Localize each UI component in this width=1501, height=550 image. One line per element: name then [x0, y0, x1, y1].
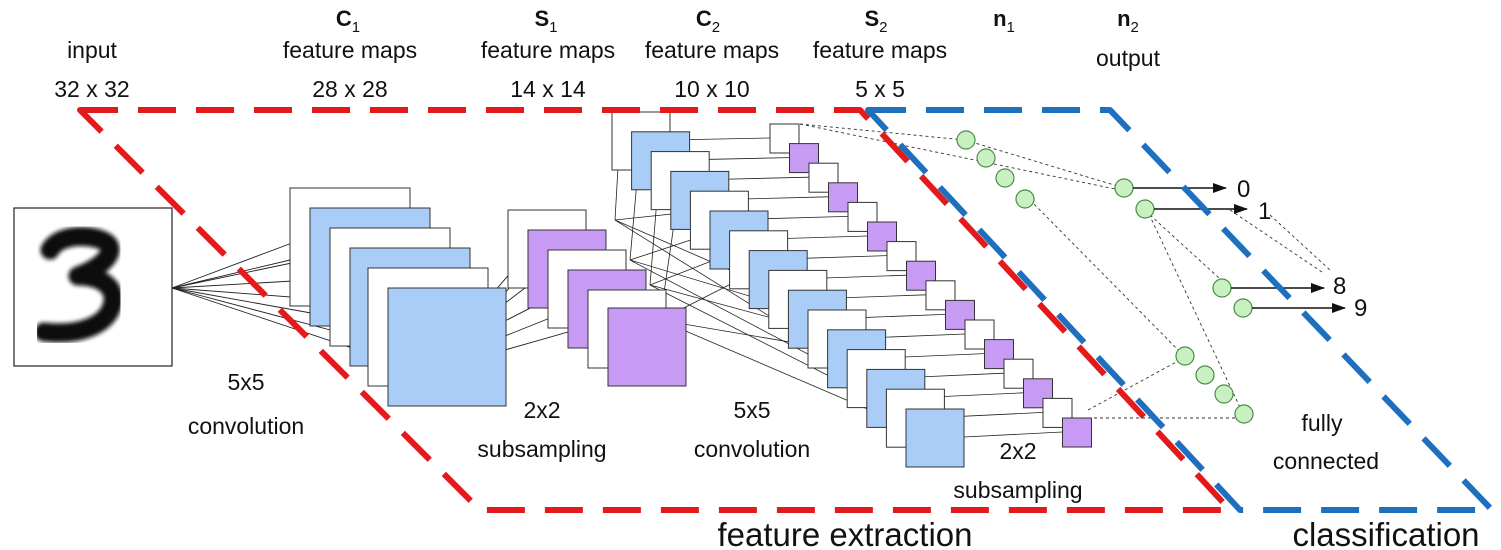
- fc-line2: connected: [1273, 448, 1379, 474]
- n2-neuron: [1135, 199, 1155, 219]
- feature-map-stacks: [289, 111, 1092, 468]
- classification-region-border: [865, 107, 1495, 513]
- s2-feature-map: [925, 280, 956, 311]
- n2-neuron: [1114, 178, 1134, 198]
- s1-symbol: S1: [534, 6, 557, 36]
- s2-feature-map: [808, 162, 839, 193]
- connection-line: [171, 239, 301, 289]
- conv2-label: convolution: [694, 436, 810, 462]
- s2-feature-map: [828, 182, 858, 213]
- c1-symbol: C1: [336, 6, 360, 36]
- n1-neuron: [1175, 346, 1195, 366]
- n1-neuron: [976, 148, 996, 168]
- dotted-connection: [1147, 211, 1246, 419]
- dotted-connection: [1269, 214, 1331, 271]
- input-dimension: 32 x 32: [54, 76, 129, 102]
- s1-dimension: 14 x 14: [510, 76, 586, 102]
- n1-neuron: [956, 130, 976, 150]
- feature-extraction-region-border: [77, 107, 1233, 513]
- connection-line: [171, 279, 311, 289]
- conv1-label: convolution: [188, 413, 304, 439]
- fc-line1: fully: [1302, 410, 1343, 436]
- s1-label: feature maps: [481, 37, 615, 63]
- conv1-kernel: 5x5: [227, 369, 264, 395]
- n2-label: output: [1096, 45, 1161, 71]
- c1-dimension: 28 x 28: [312, 76, 387, 102]
- sub1-kernel: 2x2: [523, 397, 560, 423]
- n1-neuron: [1234, 404, 1254, 424]
- n1-neuron: [1195, 365, 1215, 385]
- output-digit-1: 1: [1258, 198, 1271, 225]
- s2-feature-map: [964, 319, 995, 350]
- feature-extraction-caption: feature extraction: [718, 516, 973, 550]
- input-image: [13, 207, 173, 367]
- dotted-connection: [1149, 214, 1231, 289]
- dotted-connection: [799, 123, 1121, 191]
- sub2-kernel: 2x2: [999, 438, 1036, 464]
- layer-headers: input 32 x 32 C1 feature maps 28 x 28 S1…: [54, 6, 1160, 102]
- connection-line: [963, 431, 1063, 438]
- c1-label: feature maps: [283, 37, 417, 63]
- s2-feature-map: [1062, 417, 1092, 448]
- output-digit-8: 8: [1333, 273, 1346, 300]
- classification-caption: classification: [1292, 516, 1479, 550]
- dotted-connection: [799, 123, 966, 141]
- output-digit-0: 0: [1237, 176, 1250, 203]
- c2-dimension: 10 x 10: [674, 76, 749, 102]
- n1-neuron: [1214, 384, 1234, 404]
- c2-label: feature maps: [645, 37, 779, 63]
- dotted-connection: [1229, 209, 1323, 273]
- s1-feature-map: [607, 307, 687, 387]
- s2-label: feature maps: [813, 37, 947, 63]
- n1-neuron: [1015, 189, 1035, 209]
- c1-feature-map: [387, 287, 507, 407]
- dotted-connection: [1029, 199, 1191, 363]
- s2-dimension: 5 x 5: [855, 76, 905, 102]
- c2-symbol: C2: [696, 6, 720, 36]
- connection-line: [171, 259, 291, 289]
- c2-feature-map: [905, 408, 965, 468]
- input-label: input: [67, 37, 117, 63]
- n2-neuron: [1233, 298, 1253, 318]
- handwritten-digit-three: [34, 226, 123, 343]
- output-digit-9: 9: [1354, 295, 1367, 322]
- n2-symbol: n2: [1117, 6, 1139, 36]
- s2-symbol: S2: [864, 6, 887, 36]
- neurons: [956, 130, 1254, 424]
- n1-neuron: [995, 168, 1015, 188]
- output-digits: 0 1 8 9: [1237, 176, 1367, 322]
- n2-neuron: [1212, 278, 1232, 298]
- n1-symbol: n1: [993, 6, 1015, 36]
- conv2-kernel: 5x5: [733, 397, 770, 423]
- operation-labels: 5x5 convolution 2x2 subsampling 5x5 conv…: [188, 369, 1379, 503]
- sub2-label: subsampling: [953, 477, 1082, 503]
- sub1-label: subsampling: [477, 436, 606, 462]
- dotted-connection: [964, 139, 1125, 189]
